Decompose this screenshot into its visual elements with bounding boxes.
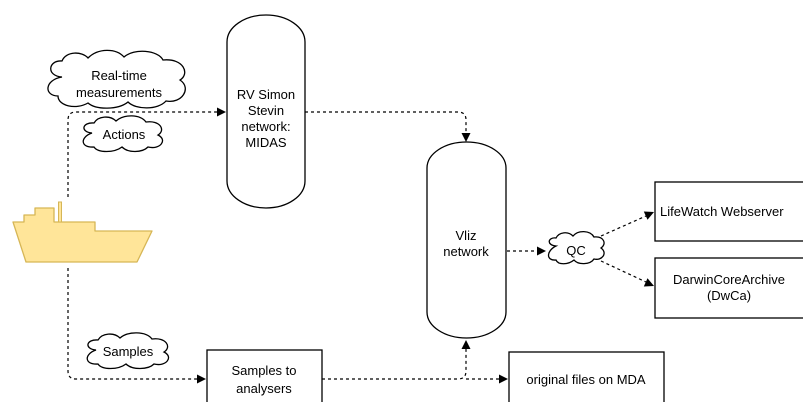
cylinder-vliz-shape: [426, 141, 507, 339]
cylinder-vliz: Vliz network: [426, 141, 507, 339]
edge-midas-to-vliz: [305, 111, 467, 134]
box-lifewatch-shape: [654, 181, 803, 242]
cylinder-midas-shape: [226, 14, 306, 209]
cloud-samples-shape: [86, 332, 170, 370]
cloud-samples: Samples: [86, 332, 170, 370]
edge-ship-to-midas-arrowhead: [217, 107, 226, 117]
edge-samples-to-mda-arrowhead: [499, 374, 508, 384]
edge-midas-to-vliz-arrowhead: [461, 133, 471, 142]
edge-ship-to-samples: [67, 268, 198, 380]
cloud-actions-shape: [82, 115, 164, 153]
box-dwca: DarwinCoreArchive (DwCa): [654, 257, 803, 319]
cloud-realtime-shape: [47, 49, 186, 109]
edge-qc-to-lifewatch: [600, 215, 647, 237]
cloud-qc-label: QC: [566, 243, 586, 258]
box-dwca-shape: [654, 257, 803, 319]
ship-mast: [58, 201, 62, 223]
cloud-actions: Actions: [82, 115, 164, 153]
box-samples-label-line1: Samples to: [231, 363, 296, 378]
edge-ship-to-samples-arrowhead: [197, 374, 206, 384]
cylinder-midas-line2: Stevin: [248, 103, 284, 118]
cylinder-midas-line4: MIDAS: [245, 135, 287, 150]
box-mda-shape: [508, 351, 665, 402]
box-dwca-label-line1: DarwinCoreArchive: [673, 272, 785, 287]
box-lifewatch: LifeWatch Webserver: [654, 181, 803, 242]
box-samples-to-analysers: Samples to analysers: [206, 349, 323, 402]
box-samples-label-line2: analysers: [236, 381, 292, 396]
cloud-samples-label: Samples: [103, 344, 154, 359]
ship-hull: [12, 207, 153, 263]
cylinder-midas-line3: network:: [241, 119, 290, 134]
edge-qc-to-dwca: [600, 260, 647, 283]
edge-samples-to-vliz: [322, 348, 467, 380]
cloud-realtime-line2: measurements: [76, 85, 162, 100]
cylinder-vliz-line2: network: [443, 244, 489, 259]
edge-vliz-to-qc-arrowhead: [537, 246, 546, 256]
box-mda: original files on MDA: [508, 351, 665, 402]
cylinder-midas: RV Simon Stevin network: MIDAS: [226, 14, 306, 209]
cloud-realtime-line1: Real-time: [91, 68, 147, 83]
cloud-actions-label: Actions: [103, 127, 146, 142]
box-mda-label: original files on MDA: [526, 372, 646, 387]
cloud-qc-shape: [547, 230, 605, 265]
cloud-qc: QC: [547, 230, 605, 265]
box-lifewatch-label: LifeWatch Webserver: [660, 204, 784, 219]
edge-qc-to-dwca-arrowhead: [643, 278, 654, 287]
box-samples-shape: [206, 349, 323, 402]
cloud-realtime-measurements: Real-time measurements: [47, 49, 186, 109]
cylinder-midas-line1: RV Simon: [237, 87, 295, 102]
edge-qc-to-lifewatch-arrowhead: [643, 211, 654, 220]
ship-icon: [12, 201, 153, 263]
cylinder-vliz-line1: Vliz: [456, 228, 477, 243]
edge-samples-to-vliz-arrowhead: [461, 340, 471, 349]
box-dwca-label-line2: (DwCa): [707, 288, 751, 303]
